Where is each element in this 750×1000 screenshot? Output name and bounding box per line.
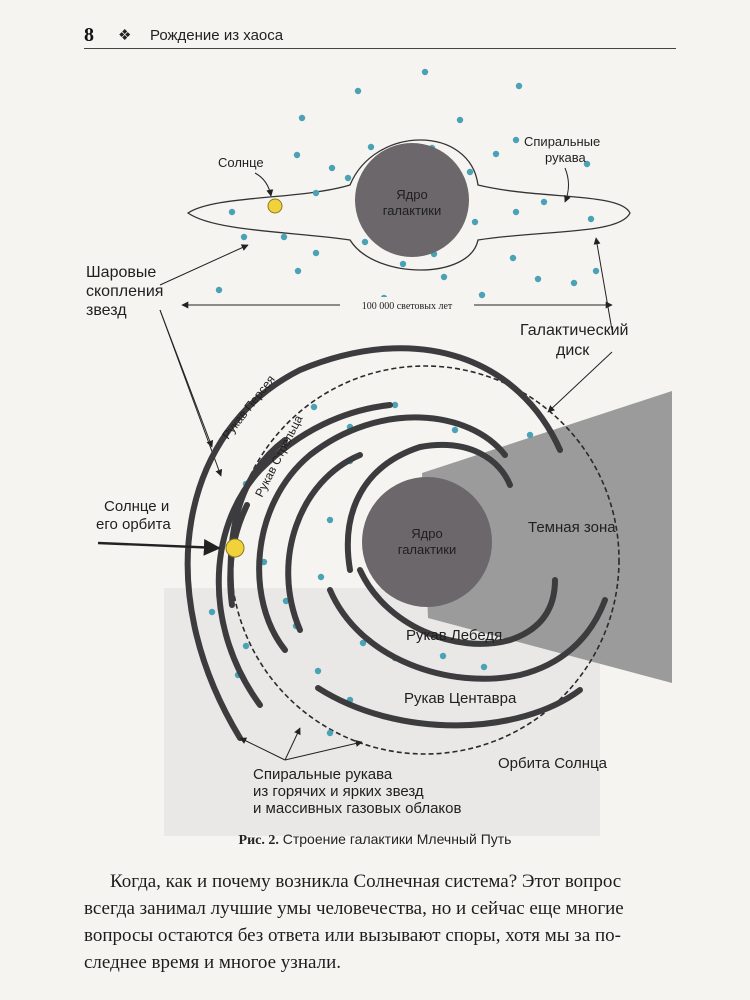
- star-dot: [312, 189, 320, 197]
- body-line: следнее время и многое узнали.: [84, 952, 341, 973]
- ornament-icon: ❖: [118, 27, 132, 44]
- sun-orbit-label-1: Солнце и: [104, 498, 169, 515]
- running-title: Рождение из хаоса: [150, 27, 284, 44]
- star-dot: [587, 215, 595, 223]
- star-dot: [512, 136, 520, 144]
- star-dot: [391, 401, 399, 409]
- arms-note-3: и массивных газовых облаков: [253, 800, 461, 817]
- arms-note-2: из горячих и ярких звезд: [253, 783, 424, 800]
- core-label-plan-2: галактики: [398, 542, 457, 557]
- perseus-arm-path: [184, 345, 563, 741]
- perseus-arm-label: Рукав Персея: [219, 373, 277, 442]
- core-label-top-1: Ядро: [396, 187, 427, 202]
- star-dot: [583, 160, 591, 168]
- globular-label-1: Шаровые: [86, 264, 156, 281]
- core-label-plan-1: Ядро: [411, 526, 442, 541]
- star-dot: [440, 273, 448, 281]
- centaurus-arm-label: Рукав Центавра: [404, 690, 517, 707]
- star-dot: [215, 286, 223, 294]
- star-dot: [399, 260, 407, 268]
- sagittarius-arm-label: Рукав Стрельца: [252, 413, 305, 500]
- arms-note-1: Спиральные рукава: [253, 766, 393, 783]
- star-dot: [492, 150, 500, 158]
- star-dot: [294, 267, 302, 275]
- star-dot: [314, 667, 322, 675]
- galactic-core-top: [355, 143, 469, 257]
- star-dot: [421, 68, 429, 76]
- galactic-core-plan: [362, 477, 492, 607]
- core-label-top-2: галактики: [383, 203, 442, 218]
- globular-label-3: звезд: [86, 302, 127, 319]
- globular-label-2: скопления: [86, 283, 163, 300]
- star-dot: [540, 198, 548, 206]
- body-line: вопросы остаются без ответа или вызывают…: [84, 925, 621, 946]
- star-dot: [456, 116, 464, 124]
- star-dot: [242, 642, 250, 650]
- outer-arm-path: [315, 685, 583, 729]
- star-dot: [512, 208, 520, 216]
- star-dot: [592, 267, 600, 275]
- star-dot: [509, 254, 517, 262]
- star-dot: [451, 426, 459, 434]
- galactic-disk-outline: [186, 139, 631, 271]
- page-number: 8: [84, 24, 94, 46]
- star-dot: [361, 238, 369, 246]
- star-dot: [354, 87, 362, 95]
- star-dot: [359, 639, 367, 647]
- figure-caption-label: Рис. 2.: [238, 833, 279, 848]
- star-dot: [326, 516, 334, 524]
- disk-label-1: Галактический: [520, 322, 628, 339]
- star-dot: [534, 275, 542, 283]
- sagittarius-arm-inner-path: [285, 452, 363, 633]
- sun-orbit-label: Орбита Солнца: [498, 755, 608, 772]
- star-dot: [526, 431, 534, 439]
- inner-arm-path: [256, 414, 508, 653]
- outer-arm-left-path: [215, 402, 393, 708]
- star-dot: [260, 558, 268, 566]
- spiral-arms-label-1: Спиральные: [524, 134, 600, 149]
- star-dot: [228, 208, 236, 216]
- spiral-arms: [184, 345, 608, 741]
- cygnus-arm-label: Рукав Лебедя: [406, 627, 502, 644]
- cygnus-arm-lower-path: [357, 567, 558, 647]
- spiral-arms-label-2: рукава: [545, 150, 587, 165]
- star-dot: [478, 291, 486, 299]
- body-paragraph: Когда, как и почему возникла Солнечная с…: [84, 868, 676, 976]
- sun-plan: [225, 538, 245, 558]
- figure-caption-text: Строение галактики Млечный Путь: [278, 831, 512, 847]
- star-dot: [293, 151, 301, 159]
- dark-zone-label: Темная зона: [528, 519, 616, 536]
- star-dot: [282, 597, 290, 605]
- star-dot: [280, 233, 288, 241]
- running-header: 8 ❖ Рождение из хаоса: [84, 22, 676, 49]
- star-dot: [570, 279, 578, 287]
- star-dot: [310, 403, 318, 411]
- star-dot: [515, 82, 523, 90]
- dark-zone: [422, 391, 672, 683]
- sun-orbit-label-2: его орбита: [96, 516, 171, 533]
- sun-top: [267, 198, 283, 214]
- star-dot: [328, 164, 336, 172]
- body-line: Когда, как и почему возникла Солнечная с…: [110, 871, 622, 892]
- body-line: всегда занимал лучшие умы человечества, …: [84, 898, 624, 919]
- star-dot: [466, 168, 474, 176]
- centaurus-arm-path: [327, 587, 608, 682]
- cygnus-arm-path: [344, 441, 513, 573]
- star-dot: [344, 174, 352, 182]
- figure-caption: Рис. 2. Строение галактики Млечный Путь: [0, 831, 750, 849]
- star-dot: [298, 114, 306, 122]
- star-dot: [208, 608, 216, 616]
- star-dot: [326, 729, 334, 737]
- diameter-label: 100 000 световых лет: [362, 301, 453, 312]
- star-dot: [312, 249, 320, 257]
- star-dot: [480, 663, 488, 671]
- star-dot: [439, 652, 447, 660]
- disk-label-2: диск: [556, 342, 590, 359]
- sun-label-top: Солнце: [218, 155, 264, 170]
- star-dot: [367, 143, 375, 151]
- star-dot: [240, 233, 248, 241]
- star-dot: [317, 573, 325, 581]
- star-dot: [471, 218, 479, 226]
